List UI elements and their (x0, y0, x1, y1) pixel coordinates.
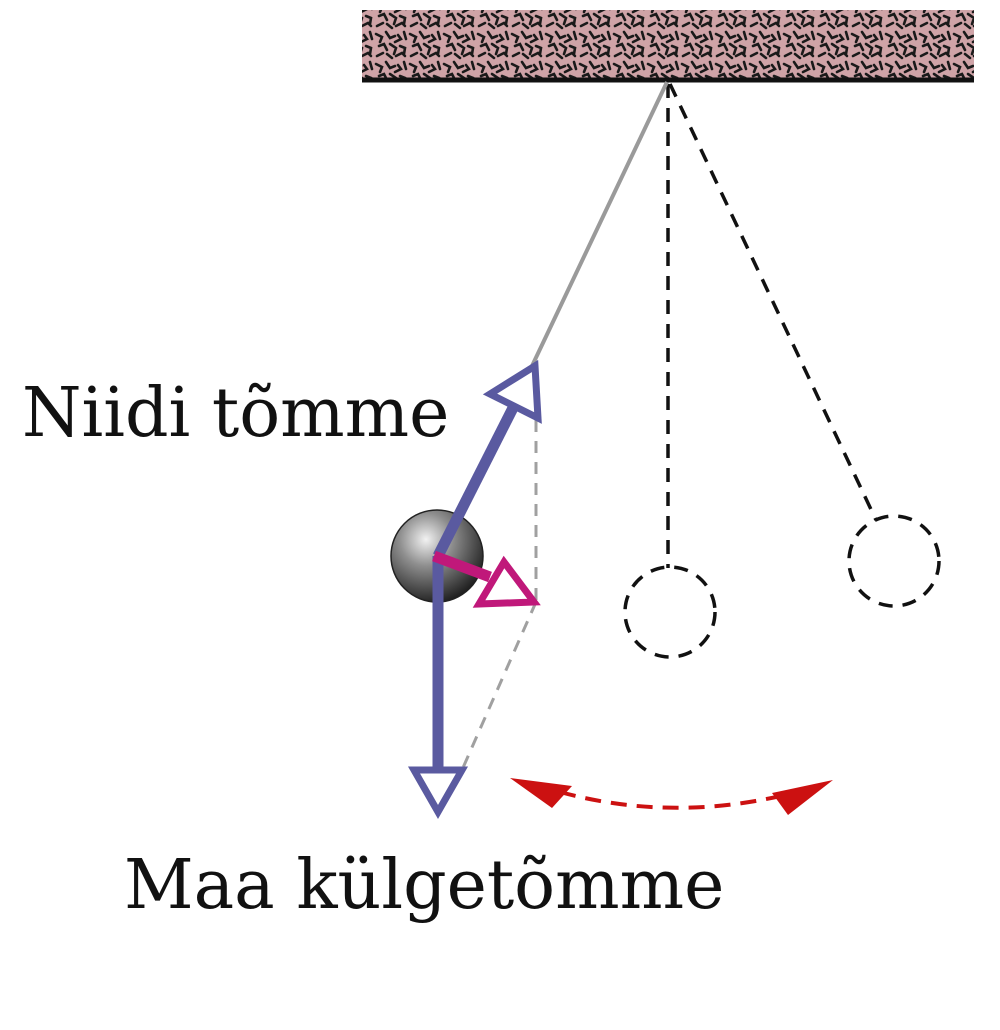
tension-vector-head (482, 359, 542, 424)
ceiling-block (362, 10, 974, 78)
tension-vector-shaft (433, 393, 524, 559)
ghost-string-right (668, 83, 878, 521)
resultant-vector-shaft (432, 550, 492, 583)
motion-arrowhead-left (510, 778, 572, 808)
tension-label: Niidi tõmme (22, 374, 450, 453)
ghost-bob-right (847, 514, 941, 608)
construction-line-diagonal (460, 601, 538, 771)
motion-arc (559, 790, 786, 810)
pendulum-string (530, 81, 669, 367)
resultant-vector-head (472, 555, 541, 608)
gravity-vector-head (407, 766, 469, 820)
motion-arrowhead-right (772, 780, 833, 815)
gravity-label: Maa külgetõmme (124, 846, 725, 925)
ghost-bob-vertical (623, 565, 717, 659)
